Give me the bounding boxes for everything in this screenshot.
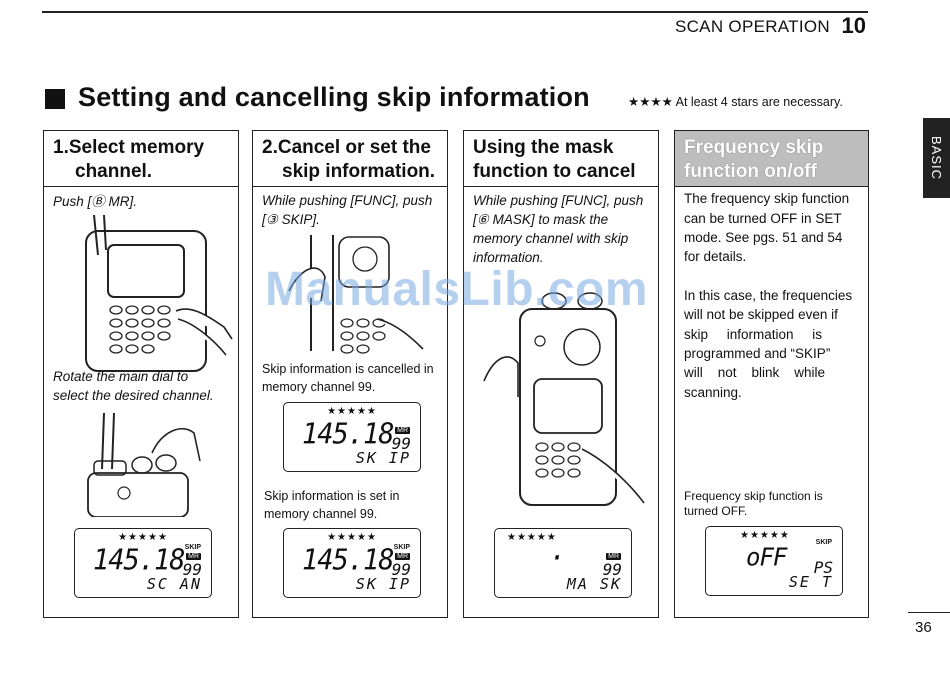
- header-section-title: SCAN OPERATION: [674, 17, 830, 36]
- body-text-line: skip information is: [684, 327, 823, 342]
- body-text-line: will not be skipped even if: [684, 307, 838, 322]
- lcd-frequency: 145.18: [302, 418, 395, 451]
- lcd-mode: MA SK: [566, 575, 622, 593]
- lcd-mode: SC AN: [146, 575, 202, 593]
- lcd-channel: 99: [602, 560, 622, 579]
- lcd-display: ★★★★★ 145.18 SKIP MR 99 SK IP: [283, 528, 421, 598]
- radio-keypad-illustration: [85, 215, 233, 372]
- step-instruction: Push [Ⓑ MR].: [53, 194, 138, 209]
- memory-stars: ★★★★★: [507, 532, 557, 543]
- basic-tab-label: BASIC: [929, 135, 944, 180]
- lcd-channel: 99: [182, 560, 202, 579]
- body-text-line: can be turned OFF in SET: [684, 211, 842, 226]
- caption-line: Skip information is cancelled in: [262, 362, 434, 376]
- panel-title-line: 2.Cancel or set the: [262, 137, 431, 158]
- panel-title-line: function on/off: [684, 161, 817, 182]
- body-text-line: scanning.: [684, 385, 742, 400]
- step-instruction-line: While pushing [FUNC], push: [262, 193, 433, 208]
- lcd-channel: 99: [391, 560, 411, 579]
- panel-title-line: channel.: [75, 161, 153, 182]
- lcd-mr-indicator: MR: [395, 553, 410, 560]
- body-text-line: for details.: [684, 249, 747, 264]
- lcd-mr-indicator: MR: [395, 427, 410, 434]
- radio-top-dial-illustration: [87, 413, 201, 517]
- panel-title-line: skip information.: [282, 161, 436, 182]
- panel-title-line: Frequency skip: [684, 137, 824, 158]
- lcd-skip-indicator: SKIP: [815, 539, 832, 546]
- panel-title: Using the mask function to cancel: [464, 131, 658, 187]
- lcd-mr-indicator: MR: [186, 553, 201, 560]
- lcd-display: ★★★★★ · MR 99 MA SK: [494, 528, 632, 598]
- step-instruction-line: Rotate the main dial to: [53, 369, 189, 384]
- caption-line: Skip information is set in: [264, 489, 400, 503]
- memory-stars: ★★★★★: [327, 532, 377, 543]
- body-text-line: programmed and “SKIP”: [684, 346, 831, 361]
- lcd-mode: SK IP: [355, 575, 411, 593]
- section-title: Setting and cancelling skip information: [78, 82, 590, 112]
- lcd-channel: 99: [391, 434, 411, 453]
- body-text-line: The frequency skip function: [684, 191, 850, 206]
- lcd-mode: SE T: [788, 573, 833, 591]
- lcd-frequency: oFF: [746, 542, 787, 572]
- panel-title: Frequency skip function on/off: [675, 131, 868, 187]
- panel-frequency-skip-on-off: Frequency skip function on/off The frequ…: [674, 130, 869, 618]
- lcd-display: ★★★★★ oFF SKIP PS SE T: [705, 526, 843, 596]
- lcd-display: ★★★★★ 145.18 MR 99 SK IP: [283, 402, 421, 472]
- lcd-frequency: 145.18: [93, 544, 186, 577]
- radio-skip-key-illustration: [288, 235, 424, 354]
- lcd-skip-indicator: SKIP: [393, 544, 410, 551]
- header-rule: [42, 11, 868, 13]
- lcd-frequency: ·: [549, 542, 565, 575]
- section-note: ★★★★ At least 4 stars are necessary.: [628, 95, 843, 109]
- panel-title-line: 1.Select memory: [53, 137, 205, 158]
- chapter-number: 10: [841, 13, 866, 38]
- lcd-display: ★★★★★ 145.18 SKIP MR 99 SC AN: [74, 528, 212, 598]
- panel-title-line: function to cancel: [473, 161, 636, 182]
- caption-line: memory channel 99.: [264, 507, 378, 521]
- panel-mask-function: Using the mask function to cancel While …: [463, 130, 659, 618]
- body-text-line: will not blink while: [684, 365, 826, 380]
- section-bullet-icon: [45, 89, 65, 109]
- body-text-line: In this case, the frequencies: [684, 288, 853, 303]
- panel-title: 1.Select memory channel.: [44, 131, 238, 187]
- lcd-mode: SK IP: [355, 449, 411, 467]
- step-instruction-line: [③ SKIP].: [262, 212, 320, 227]
- lcd-frequency: 145.18: [302, 544, 395, 577]
- lcd-channel: PS: [813, 558, 833, 577]
- step-instruction-line: While pushing [FUNC], push: [473, 193, 644, 208]
- panel-cancel-set-skip: 2.Cancel or set the skip information. Wh…: [252, 130, 448, 618]
- panel-select-memory-channel: 1.Select memory channel. Push [Ⓑ MR]. Ro…: [43, 130, 239, 618]
- caption-line: memory channel 99.: [262, 380, 376, 394]
- memory-stars: ★★★★★: [118, 532, 168, 543]
- caption-line: turned OFF.: [684, 504, 748, 518]
- body-text-line: mode. See pgs. 51 and 54: [684, 230, 843, 245]
- step-instruction-line: select the desired channel.: [53, 388, 214, 403]
- lcd-skip-indicator: SKIP: [184, 544, 201, 551]
- caption-line: Frequency skip function is: [684, 489, 823, 503]
- panel-title-line: Using the mask: [473, 137, 614, 158]
- step-instruction-line: information.: [473, 250, 544, 265]
- radio-mask-key-illustration: [483, 292, 645, 506]
- panel-title: 2.Cancel or set the skip information.: [253, 131, 447, 187]
- basic-side-tab: BASIC: [923, 118, 950, 198]
- page-number-rule: [908, 612, 950, 613]
- step-instruction-line: [⑥ MASK] to mask the: [473, 212, 609, 227]
- page-number: 36: [915, 619, 932, 636]
- memory-stars: ★★★★★: [327, 406, 377, 417]
- memory-stars: ★★★★★: [740, 530, 790, 541]
- step-instruction-line: memory channel with skip: [473, 231, 629, 246]
- lcd-mr-indicator: MR: [606, 553, 621, 560]
